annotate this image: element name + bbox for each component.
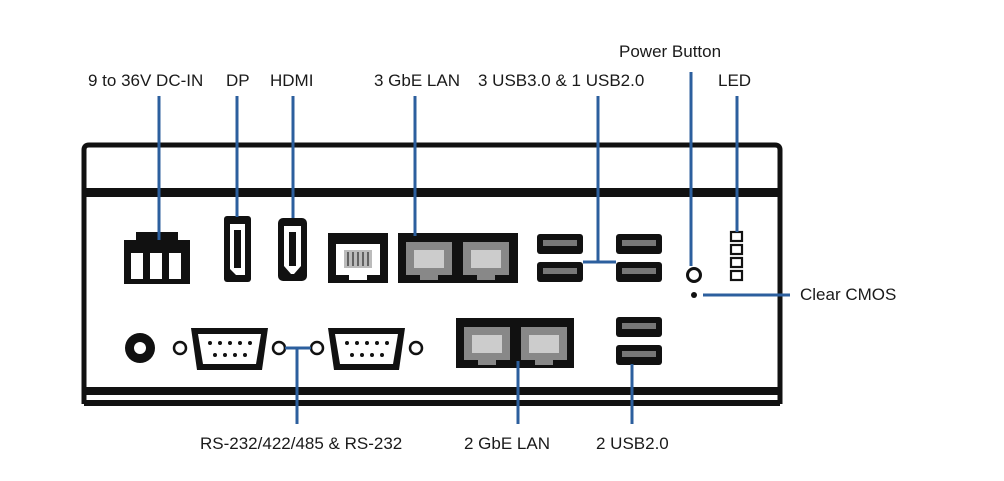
label-dp: DP — [226, 71, 250, 90]
displayport-connector — [224, 216, 251, 282]
usb-stack-bottom — [616, 317, 662, 365]
lan-port-single — [328, 233, 388, 283]
leader-lines — [157, 72, 790, 424]
round-jack — [125, 333, 155, 363]
usb-stack-right — [616, 234, 662, 282]
label-3-gbe-lan: 3 GbE LAN — [374, 71, 460, 90]
hdmi-connector — [278, 218, 307, 281]
label-usb-top: 3 USB3.0 & 1 USB2.0 — [478, 71, 644, 90]
label-serial: RS-232/422/485 & RS-232 — [200, 434, 402, 453]
lan-ports-dual-bottom — [456, 318, 574, 368]
dc-in-connector — [124, 232, 190, 284]
chassis — [81, 142, 783, 406]
label-clear-cmos: Clear CMOS — [800, 285, 896, 304]
lan-ports-dual-top — [398, 233, 518, 283]
label-2-gbe-lan: 2 GbE LAN — [464, 434, 550, 453]
label-hdmi: HDMI — [270, 71, 313, 90]
serial-port-2 — [309, 328, 424, 370]
usb-stack-left — [537, 234, 583, 282]
led-indicators — [729, 230, 744, 282]
label-dc-in: 9 to 36V DC-IN — [88, 71, 203, 90]
power-button — [686, 267, 702, 283]
label-power-button: Power Button — [619, 42, 721, 61]
serial-port-1 — [172, 328, 287, 370]
label-usb-bottom: 2 USB2.0 — [596, 434, 669, 453]
clear-cmos-hole — [691, 292, 697, 298]
label-led: LED — [718, 71, 751, 90]
